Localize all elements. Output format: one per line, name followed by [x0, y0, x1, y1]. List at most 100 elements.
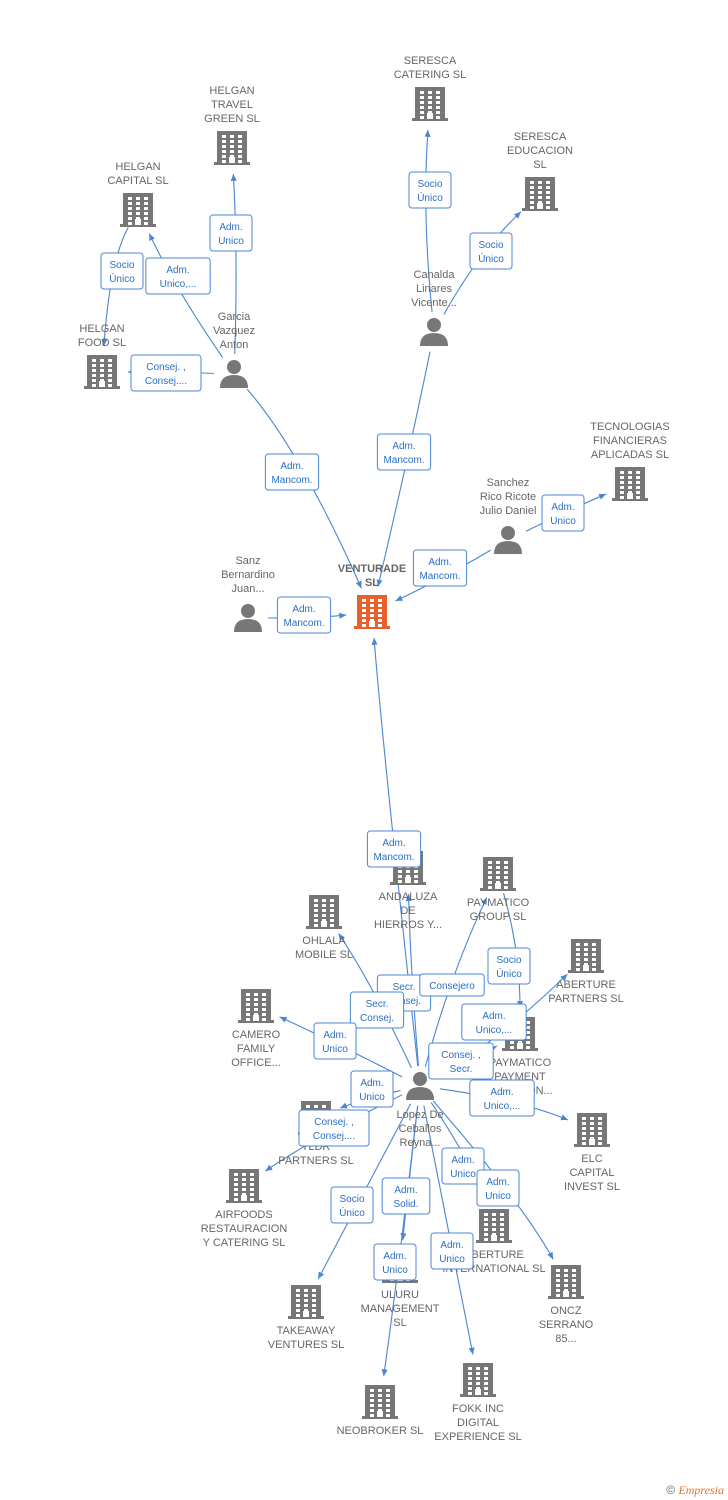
- edge-label[interactable]: Adm.Unico: [350, 1070, 394, 1108]
- brand-logo[interactable]: Empresia: [678, 1483, 724, 1497]
- node-label-line: FINANCIERAS: [593, 435, 667, 447]
- edge-label-text: Secr.: [450, 1064, 473, 1075]
- building-icon[interactable]: [460, 1363, 496, 1397]
- edge-label-text: Adm.: [428, 557, 451, 568]
- edge-label-text: Consej....: [313, 1131, 355, 1142]
- node-label-line: HELGAN: [115, 161, 160, 173]
- edge-label[interactable]: Consej. ,Consej....: [298, 1109, 370, 1147]
- node-label-line: PAYMATICO: [467, 897, 530, 909]
- node-label-line: MANAGEMENT: [361, 1303, 440, 1315]
- building-icon[interactable]: [612, 467, 648, 501]
- edge-label[interactable]: Adm. Mancom.: [366, 830, 422, 868]
- edge-label[interactable]: Adm.Mancom.: [276, 596, 332, 634]
- node-sanz[interactable]: SanzBernardinoJuan...: [221, 555, 275, 632]
- edge-label-text: Socio: [109, 260, 134, 271]
- edge-lopez-andaluza: [405, 893, 419, 1067]
- edge-label[interactable]: Secr.Consej.: [349, 991, 405, 1029]
- building-icon[interactable]: [84, 355, 120, 389]
- node-label-line: Sanz: [235, 555, 260, 567]
- edge-label[interactable]: Adm.Unico: [209, 214, 253, 252]
- edge-label[interactable]: Adm.Mancom.: [264, 453, 320, 491]
- edge-label[interactable]: Consej. , Secr.: [428, 1042, 494, 1080]
- building-icon[interactable]: [120, 193, 156, 227]
- edge-label[interactable]: Adm.Unico,...: [145, 257, 211, 295]
- edge-label-text: Mancom.: [383, 455, 424, 466]
- building-icon[interactable]: [306, 895, 342, 929]
- node-neobroker[interactable]: NEOBROKER SL: [337, 1385, 424, 1437]
- node-label-line: Garcia: [218, 311, 251, 323]
- edge-label-text: Adm.: [382, 838, 405, 849]
- edge-label-text: Adm.: [383, 1251, 406, 1262]
- person-icon[interactable]: [420, 318, 448, 346]
- building-icon[interactable]: [568, 939, 604, 973]
- node-label-line: SL: [365, 577, 379, 589]
- building-icon[interactable]: [238, 989, 274, 1023]
- node-oncz[interactable]: ONCZSERRANO85...: [539, 1265, 594, 1345]
- edge-label-text: Consej. ,: [441, 1050, 480, 1061]
- edge-label[interactable]: Adm.Unico: [441, 1147, 485, 1185]
- building-icon[interactable]: [214, 131, 250, 165]
- node-canalda[interactable]: CanaldaLinaresVicente...: [411, 269, 457, 346]
- person-icon[interactable]: [220, 360, 248, 388]
- node-lopez[interactable]: Lopez DeCeballosReyna...: [396, 1072, 444, 1149]
- edge-label-text: Único: [496, 967, 522, 980]
- edge-label-text: Adm.: [292, 604, 315, 615]
- node-camero[interactable]: CAMEROFAMILYOFFICE...: [231, 989, 281, 1069]
- person-icon[interactable]: [494, 526, 522, 554]
- node-label-line: CAMERO: [232, 1029, 281, 1041]
- building-icon[interactable]: [412, 87, 448, 121]
- node-label-line: Anton: [220, 339, 249, 351]
- node-label-line: PARTNERS SL: [548, 993, 623, 1005]
- edge-label-text: Unico: [218, 236, 244, 247]
- building-icon[interactable]: [522, 177, 558, 211]
- building-icon[interactable]: [476, 1209, 512, 1243]
- edge-label[interactable]: Adm.Unico: [313, 1022, 357, 1060]
- edge-label-text: Mancom.: [373, 852, 414, 863]
- building-icon[interactable]: [480, 857, 516, 891]
- edge-label[interactable]: Adm.Unico,...: [469, 1079, 535, 1117]
- edge-label[interactable]: Adm.Mancom.: [376, 433, 432, 471]
- edge-label[interactable]: Adm.Unico: [541, 494, 585, 532]
- building-icon[interactable]: [354, 595, 390, 629]
- edge-label-text: Unico,...: [476, 1025, 513, 1036]
- node-label-line: SL: [533, 159, 546, 171]
- building-icon[interactable]: [288, 1285, 324, 1319]
- person-icon[interactable]: [406, 1072, 434, 1100]
- edge-label[interactable]: Adm.Unico: [373, 1243, 417, 1281]
- node-label-line: ABERTURE: [464, 1249, 524, 1261]
- building-icon[interactable]: [226, 1169, 262, 1203]
- edge-label[interactable]: Adm.Solid.: [381, 1177, 431, 1215]
- edge-label[interactable]: Adm.Unico: [476, 1169, 520, 1207]
- edge-label[interactable]: Adm.Mancom.: [412, 549, 468, 587]
- edge-label[interactable]: Consej. ,Consej....: [130, 354, 202, 392]
- building-icon[interactable]: [574, 1113, 610, 1147]
- edge-label[interactable]: Adm.Unico: [430, 1232, 474, 1270]
- edge-label[interactable]: Adm.Unico,...: [461, 1003, 527, 1041]
- edge-label[interactable]: Consejero: [419, 973, 485, 997]
- building-icon[interactable]: [548, 1265, 584, 1299]
- person-icon[interactable]: [234, 604, 262, 632]
- building-icon[interactable]: [362, 1385, 398, 1419]
